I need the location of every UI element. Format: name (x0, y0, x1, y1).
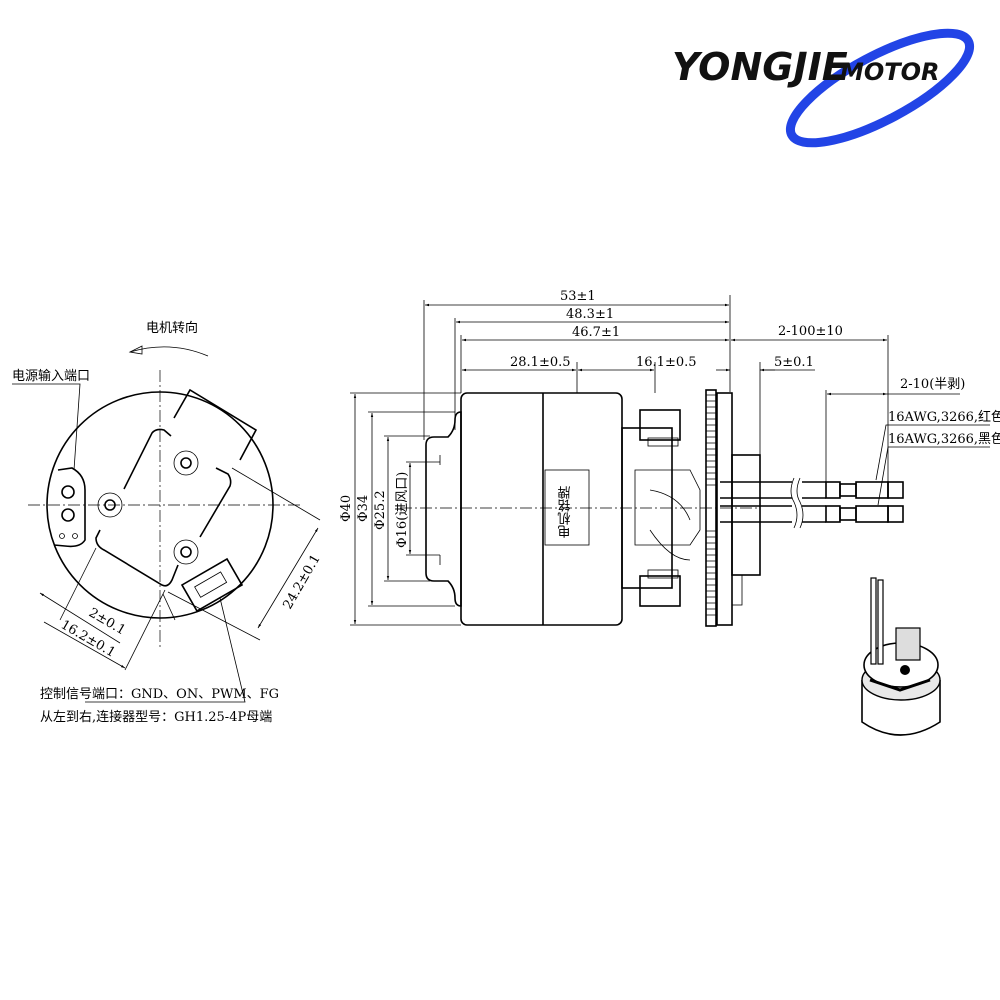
brand-logo: YONGJIE MOTOR (672, 28, 975, 148)
wire-red-label: 16AWG,3266,红色 (888, 409, 1000, 425)
motor-3d-preview (861, 577, 941, 736)
dim-28-1: 28.1±0.5 (510, 355, 571, 370)
dim-5: 5±0.1 (774, 355, 814, 370)
dim-dia-40: Φ40 (339, 495, 354, 522)
dim-2-10: 2-10(半剥) (900, 377, 965, 392)
logo-brand: YONGJIE (672, 45, 848, 89)
wire-black-label: 16AWG,3266,黑色 (888, 431, 1000, 447)
driver-box (731, 454, 761, 576)
motor-can (460, 392, 623, 626)
side-view: 53±1 48.3±1 46.7±1 28.1±0.5 16.1±0.5 2-1… (339, 289, 1000, 627)
nameplate-label: 电机铭牌 (558, 486, 574, 538)
dim-16-1: 16.1±0.5 (636, 355, 697, 370)
power-port-label: 电源输入端口 (12, 368, 90, 384)
rotation-arrow-icon (129, 346, 209, 357)
dim-2-100: 2-100±10 (778, 324, 843, 339)
dim-dia-34: Φ34 (356, 495, 371, 522)
end-view: 电机转向 电源输入端口 控制信号端口：GND、ON、PWM、FG 从左到右,连接… (12, 320, 324, 725)
dim-dia-16: Φ16(进风口) (395, 472, 410, 548)
connector-label: 从左到右,连接器型号：GH1.25-4P母端 (40, 709, 272, 725)
dim-dia-25-2: Φ25.2 (373, 490, 388, 530)
dim-53: 53±1 (560, 289, 596, 304)
control-port-label: 控制信号端口：GND、ON、PWM、FG (40, 687, 279, 702)
power-pad (53, 467, 86, 548)
control-connector (180, 557, 244, 613)
dim-24-2: 24.2±0.1 (280, 552, 323, 612)
rear-housing (621, 427, 673, 589)
logo-swoosh-icon (785, 28, 975, 148)
rear-plate (716, 392, 733, 626)
air-inlet (425, 411, 462, 607)
lead-wires (720, 477, 904, 529)
nameplate-box (544, 469, 590, 546)
dim-48-3: 48.3±1 (566, 307, 614, 322)
dim-46-7: 46.7±1 (572, 325, 620, 340)
gear-disk (705, 389, 717, 627)
rotation-label: 电机转向 (146, 320, 198, 336)
logo-suffix: MOTOR (840, 58, 940, 86)
